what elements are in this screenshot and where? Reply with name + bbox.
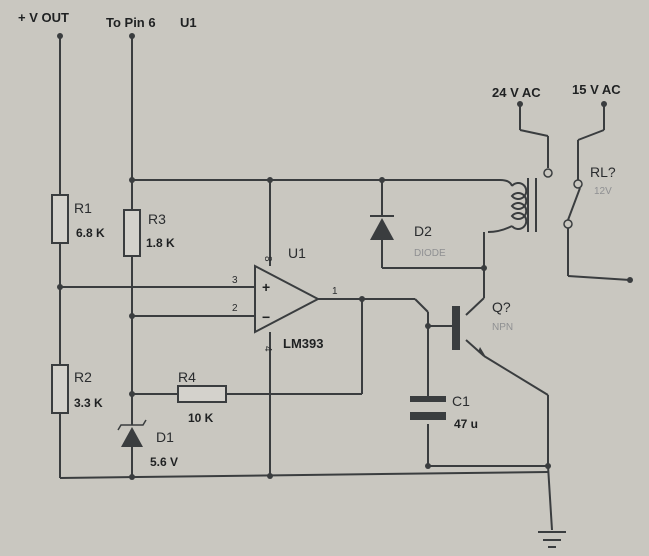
u1-part: LM393	[283, 336, 323, 351]
label-15vac: 15 V AC	[572, 82, 621, 97]
rl-ref: RL?	[590, 164, 616, 180]
rl-value: 12V	[594, 186, 612, 197]
r3-resistor	[123, 209, 141, 257]
u1-ref: U1	[288, 245, 306, 261]
q-npn-transistor	[452, 306, 486, 357]
label-24vac: 24 V AC	[492, 85, 541, 100]
u1-pin8: 8	[262, 256, 273, 262]
r4-resistor	[177, 385, 227, 403]
d1-value: 5.6 V	[150, 455, 178, 469]
wires	[59, 36, 631, 531]
u1-pin1: 1	[332, 286, 338, 297]
label-vout: + V OUT	[18, 10, 69, 25]
op-amp-u1	[254, 264, 321, 334]
c1-value: 47 u	[454, 417, 478, 431]
u1-plus-sign: +	[262, 279, 270, 295]
r1-value: 6.8 K	[76, 226, 105, 240]
terminal-dots	[57, 33, 633, 283]
r1-ref: R1	[74, 200, 92, 216]
c1-ref: C1	[452, 393, 470, 409]
r3-ref: R3	[148, 211, 166, 227]
d1-zener-diode	[117, 419, 147, 447]
q-type: NPN	[492, 322, 513, 333]
d2-diode	[370, 215, 394, 240]
r2-value: 3.3 K	[74, 396, 103, 410]
d2-type: DIODE	[414, 248, 446, 259]
r2-ref: R2	[74, 369, 92, 385]
relay-coil	[510, 178, 537, 232]
junction-dots	[57, 177, 551, 480]
label-pin6: To Pin 6	[106, 15, 156, 30]
c1-capacitor	[410, 396, 446, 420]
d2-ref: D2	[414, 223, 432, 239]
u1-minus-sign: −	[262, 309, 270, 325]
d1-ref: D1	[156, 429, 174, 445]
r4-ref: R4	[178, 369, 196, 385]
q-ref: Q?	[492, 299, 511, 315]
r2-resistor	[51, 364, 69, 414]
ground-icon	[538, 531, 566, 548]
u1-pin3: 3	[232, 275, 238, 286]
r4-value: 10 K	[188, 411, 214, 425]
label-pin6-ref: U1	[180, 15, 197, 30]
r3-value: 1.8 K	[146, 236, 175, 250]
r1-resistor	[51, 194, 69, 244]
u1-pin2: 2	[232, 303, 238, 314]
u1-pin4: 4	[262, 346, 273, 352]
relay-contacts	[543, 168, 583, 229]
